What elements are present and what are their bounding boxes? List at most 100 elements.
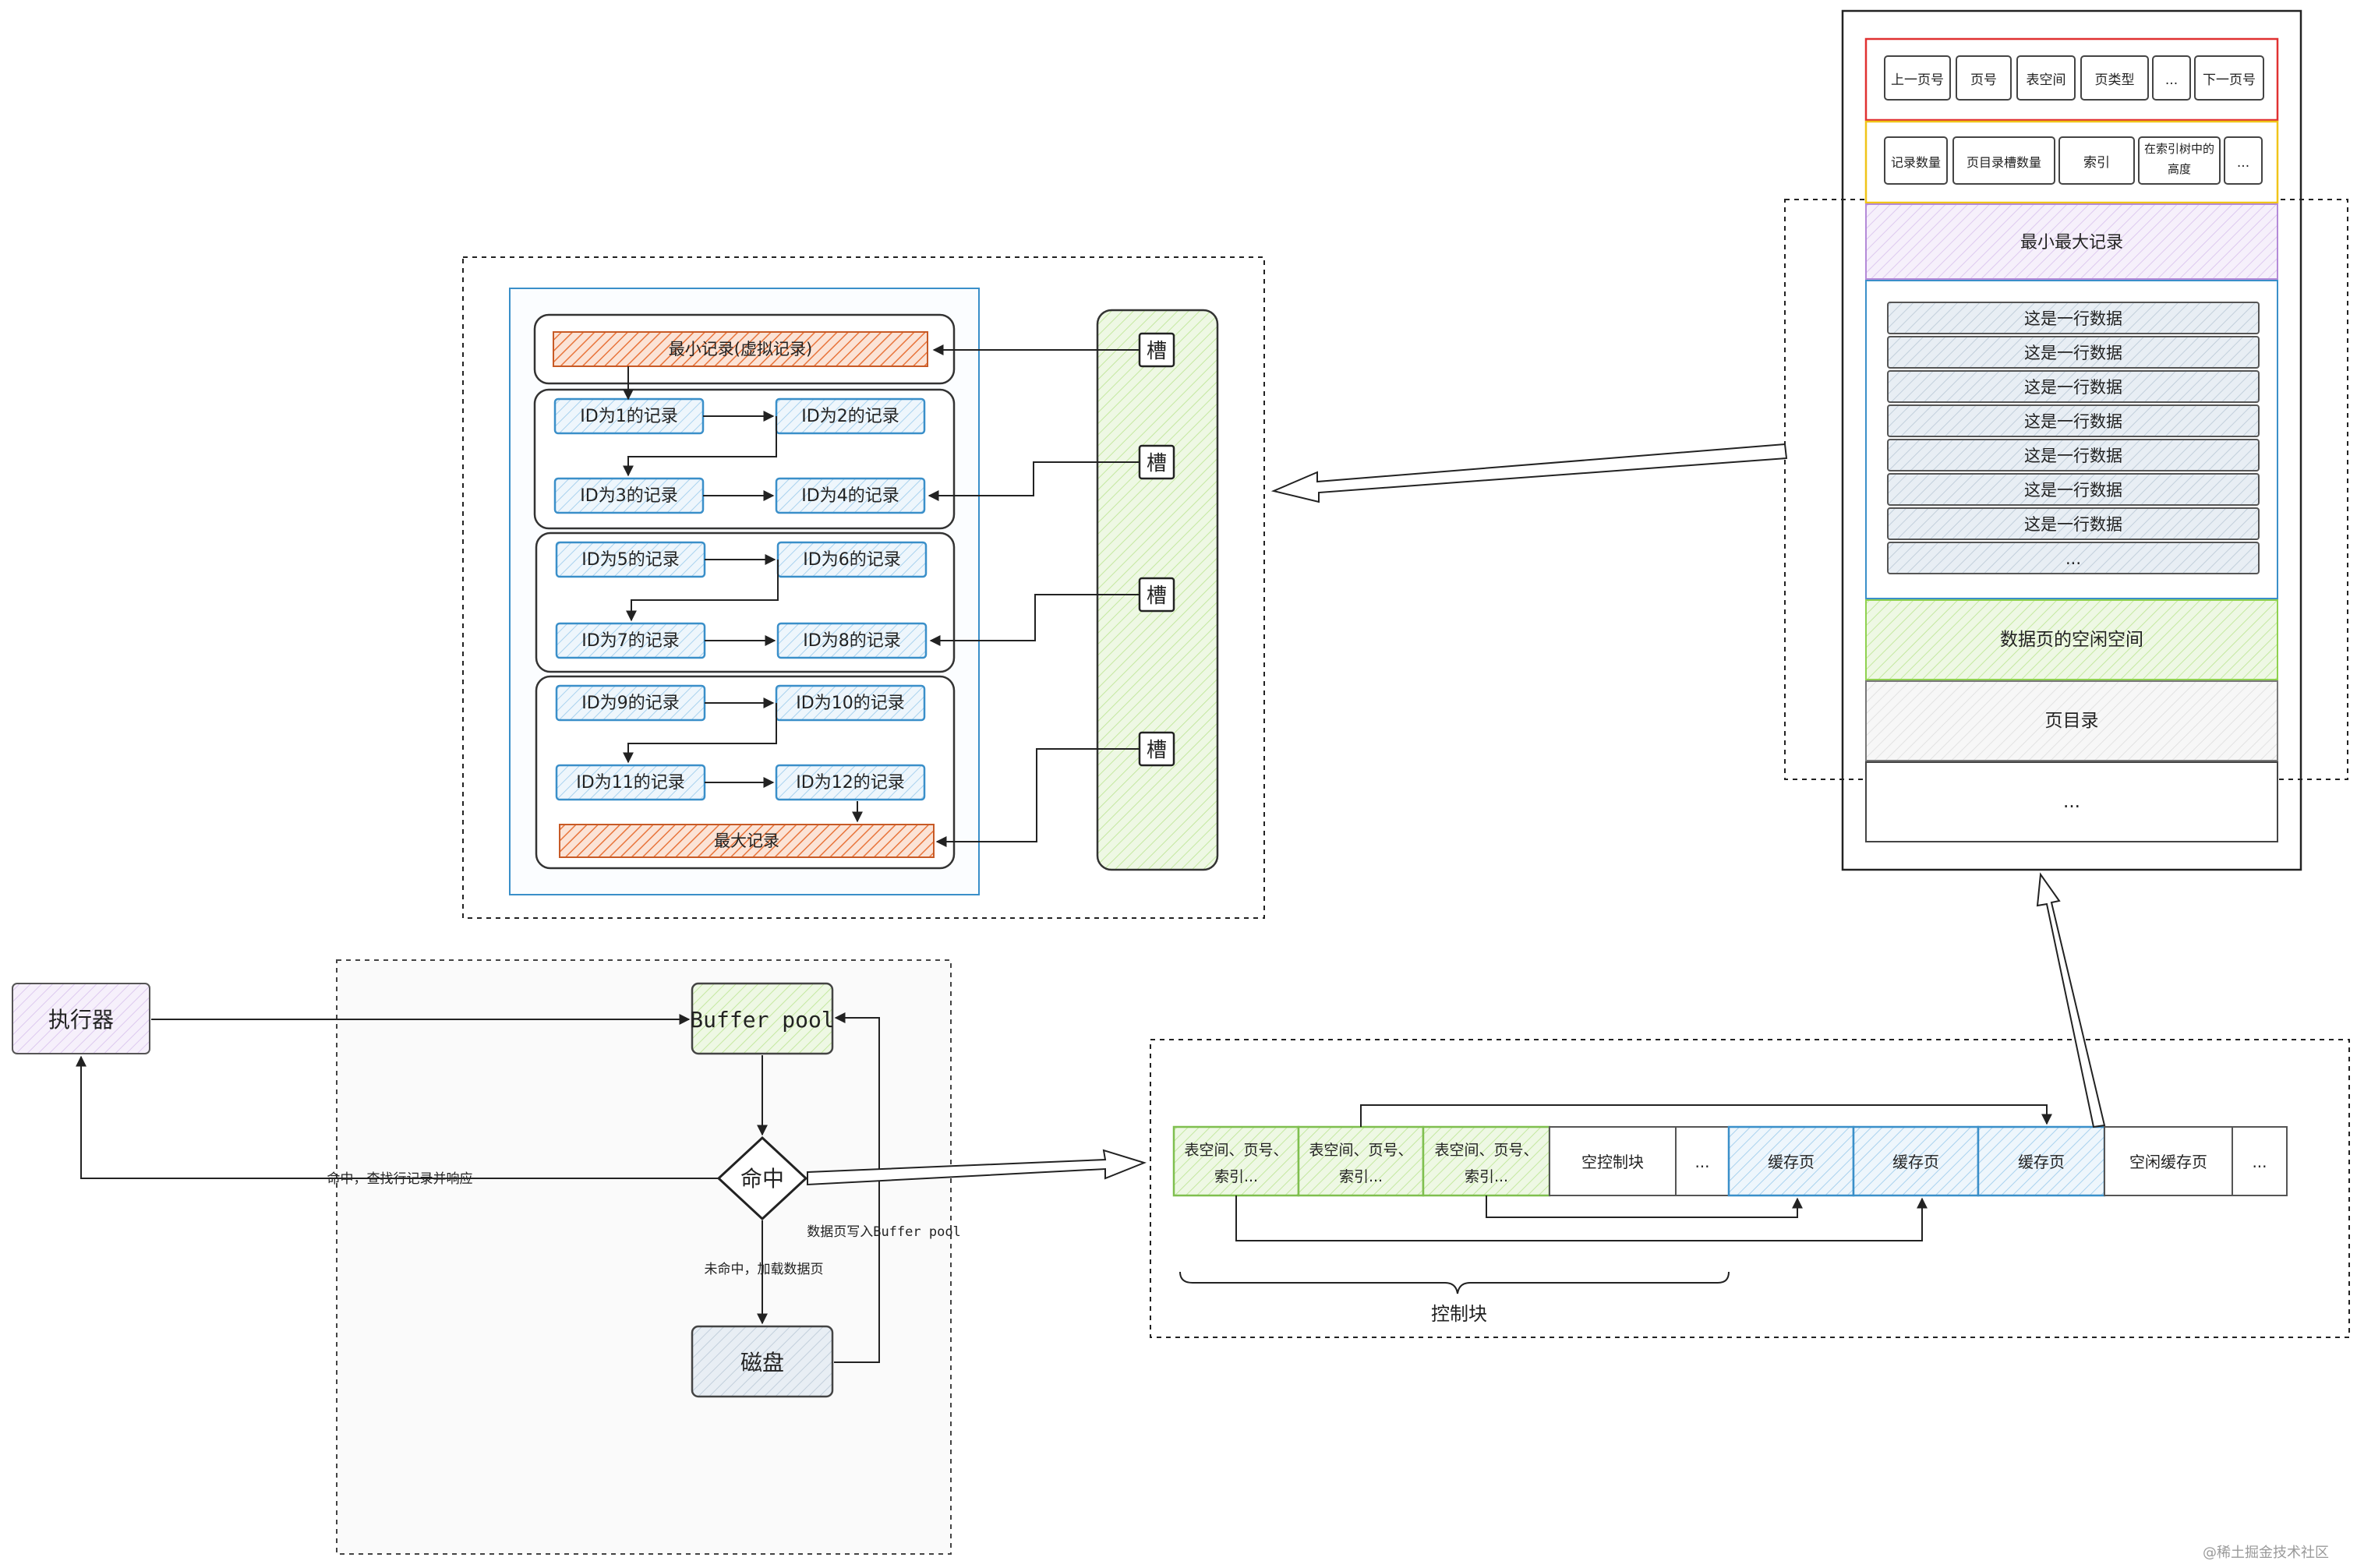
hit-decision-node[interactable]: 命中 [716, 1135, 808, 1221]
miss-path-label: 未命中，加载数据页 [705, 1262, 824, 1277]
page-detail: 最小记录(虚拟记录) ID为1的记录 ID为2的记录 ID为3的记录 ID为4的记录 I… [462, 256, 1265, 919]
hit-to-executor-arrow [76, 1055, 719, 1179]
slot-box-4[interactable]: 槽 [1138, 731, 1175, 767]
header2-ellipsis: ... [2237, 155, 2249, 171]
row-data-8[interactable]: ... [1887, 542, 2260, 574]
record-group-3 [535, 675, 956, 870]
record-link-arrow-5 [626, 560, 779, 622]
record-label-2: ID为2的记录 [801, 407, 899, 426]
control-block-3-text: 表空间、页号、索引... [1434, 1142, 1538, 1185]
hit-path-label: 命中，查找行记录并响应 [327, 1171, 473, 1187]
page-directory-label: 页目录 [2045, 711, 2099, 731]
slot-label-2: 槽 [1147, 452, 1167, 475]
min-record[interactable]: 最小记录(虚拟记录) [553, 331, 928, 367]
record-label-11: ID为11的记录 [576, 773, 684, 793]
flow-dashed-frame [336, 959, 952, 1555]
hit-label: 命中 [740, 1166, 784, 1192]
control-block-2-text: 表空间、页号、索引... [1309, 1142, 1412, 1185]
page-header-row1: 上一页号 页号 表空间 页类型 ... 下一页号 [1884, 55, 2264, 101]
record-label-4: ID为4的记录 [801, 486, 899, 506]
buffer-pool-structure: 表空间、页号、索引... 表空间、页号、索引... 表空间、页号、索引... 空… [1150, 872, 2350, 1338]
control-block-1[interactable]: 表空间、页号、索引... [1172, 1125, 1300, 1197]
ctrl1-to-cache2 [1235, 1195, 1928, 1241]
cache-page-3-label: 缓存页 [2018, 1153, 2065, 1171]
slot-count-label: 页目录槽数量 [1967, 155, 2041, 170]
row-data-1[interactable]: 这是一行数据 [1887, 302, 2260, 334]
cache-page-3[interactable]: 缓存页 [1977, 1125, 2106, 1197]
next-page-label: 下一页号 [2203, 72, 2256, 88]
cache-page-2[interactable]: 缓存页 [1852, 1125, 1980, 1197]
hollow-arrow-to-buffer-structure [807, 1149, 1147, 1186]
free-space-section[interactable]: 数据页的空闲空间 [1865, 599, 2278, 680]
cache-page-1[interactable]: 缓存页 [1727, 1125, 1855, 1197]
free-control-block-label: 空控制块 [1581, 1153, 1644, 1171]
row-data-5[interactable]: 这是一行数据 [1887, 439, 2260, 471]
ctrl2-to-cache3 [1360, 1104, 2052, 1127]
record-box-6[interactable]: ID为6的记录 [776, 541, 928, 578]
record-box-3[interactable]: ID为3的记录 [553, 477, 705, 514]
page-header-row2: 记录数量 页目录槽数量 索引 在索引树中的高度 ... [1884, 136, 2263, 185]
row-data-7[interactable]: 这是一行数据 [1887, 507, 2260, 540]
row-data-4[interactable]: 这是一行数据 [1887, 404, 2260, 437]
row-data-label-4: 这是一行数据 [2024, 412, 2122, 431]
row-data-label-7: 这是一行数据 [2024, 515, 2122, 534]
control-ellipsis: ... [1694, 1153, 1709, 1171]
watermark: @稀土掘金技术社区 [2203, 1545, 2329, 1561]
row-data-2[interactable]: 这是一行数据 [1887, 336, 2260, 369]
slot-pointer-arrows [928, 344, 1140, 847]
max-record[interactable]: 最大记录 [559, 824, 935, 858]
cache-ellipsis-block[interactable]: ... [2232, 1126, 2288, 1196]
record-box-1[interactable]: ID为1的记录 [553, 397, 705, 435]
executor-label: 执行器 [48, 1007, 114, 1033]
record-label-8: ID为8的记录 [803, 631, 900, 651]
hollow-arrow-to-page-detail [1270, 443, 1788, 503]
disk-to-buffer-arrow [834, 1012, 880, 1363]
record-box-9[interactable]: ID为9的记录 [555, 684, 706, 722]
disk-node[interactable]: 磁盘 [691, 1325, 834, 1398]
record-box-10[interactable]: ID为10的记录 [775, 684, 926, 722]
slot-box-1[interactable]: 槽 [1138, 332, 1175, 368]
hollow-arrow-to-data-page [2036, 872, 2106, 1128]
buffer-pool-label: Buffer pool [690, 1007, 834, 1033]
row-data-label-6: 这是一行数据 [2024, 481, 2122, 500]
slot-box-3[interactable]: 槽 [1138, 577, 1175, 613]
user-record-rows: 这是一行数据这是一行数据这是一行数据这是一行数据这是一行数据这是一行数据这是一行… [1887, 302, 2260, 574]
free-cache-page[interactable]: 空闲缓存页 [2104, 1126, 2233, 1196]
record-box-4[interactable]: ID为4的记录 [775, 477, 926, 514]
cache-page-1-label: 缓存页 [1768, 1153, 1815, 1171]
buffer-pool-node[interactable]: Buffer pool [690, 982, 835, 1055]
control-block-3[interactable]: 表空间、页号、索引... [1422, 1125, 1551, 1197]
record-box-2[interactable]: ID为2的记录 [775, 397, 926, 435]
page-directory-section[interactable]: 页目录 [1865, 680, 2278, 761]
control-ellipsis-block[interactable]: ... [1675, 1126, 1730, 1196]
record-label-1: ID为1的记录 [580, 407, 677, 426]
tree-height-label: 在索引树中的高度 [2143, 142, 2214, 176]
record-box-11[interactable]: ID为11的记录 [555, 764, 706, 801]
record-box-7[interactable]: ID为7的记录 [555, 622, 706, 659]
row-data-label-5: 这是一行数据 [2024, 447, 2122, 465]
record-box-12[interactable]: ID为12的记录 [775, 764, 926, 801]
record-box-5[interactable]: ID为5的记录 [555, 541, 706, 578]
cache-page-2-label: 缓存页 [1892, 1153, 1939, 1171]
page-trailer-section[interactable]: ... [1865, 761, 2278, 842]
disk-label: 磁盘 [740, 1350, 784, 1376]
index-label: 索引 [2083, 155, 2110, 171]
control-block-label: 控制块 [1431, 1303, 1487, 1325]
control-block-2[interactable]: 表空间、页号、索引... [1297, 1125, 1425, 1197]
slot-arrow-3 [929, 594, 1140, 646]
row-data-3[interactable]: 这是一行数据 [1887, 370, 2260, 403]
row-data-6[interactable]: 这是一行数据 [1887, 473, 2260, 506]
record-label-9: ID为9的记录 [581, 694, 679, 713]
cache-ellipsis: ... [2252, 1153, 2267, 1171]
data-page: 上一页号 页号 表空间 页类型 ... 下一页号 记录数量 页目录槽数量 索引 … [1270, 9, 2348, 871]
min-record-label: 最小记录(虚拟记录) [669, 340, 812, 358]
prev-page-label: 上一页号 [1891, 72, 1944, 88]
record-box-8[interactable]: ID为8的记录 [776, 622, 928, 659]
min-max-record-section[interactable]: 最小最大记录 [1865, 203, 2278, 280]
tablespace-label: 表空间 [2027, 72, 2066, 88]
row-data-label-8: ... [2065, 549, 2081, 568]
slot-box-2[interactable]: 槽 [1138, 444, 1175, 480]
free-control-block[interactable]: 空控制块 [1549, 1126, 1677, 1196]
executor-node[interactable]: 执行器 [12, 983, 150, 1054]
